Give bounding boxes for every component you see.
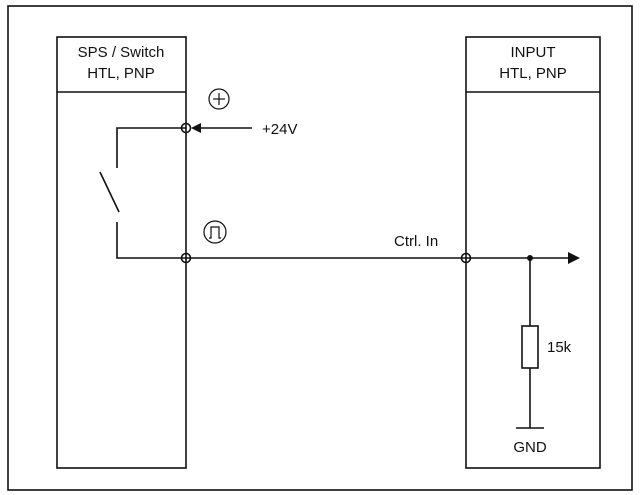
right-box: INPUT HTL, PNP xyxy=(465,36,601,469)
left-box-frame xyxy=(56,36,187,469)
terminal-signal-out xyxy=(180,252,192,264)
plus-circle-icon xyxy=(208,88,230,110)
switch-lower-wire xyxy=(116,222,186,259)
pulse-circle-icon xyxy=(203,220,227,244)
pulldown-resistor: 15k GND xyxy=(513,258,572,456)
signal-label: Ctrl. In xyxy=(394,233,438,250)
supply-terminal-symbol xyxy=(208,88,230,110)
pulse-wave-icon xyxy=(209,226,221,239)
right-box-title: INPUT xyxy=(511,44,556,61)
switch-contact-blade xyxy=(99,171,120,213)
supply-arrow-head xyxy=(191,123,201,133)
left-box-subtitle: HTL, PNP xyxy=(87,65,155,82)
resistor-label: 15k xyxy=(547,339,572,356)
outer-frame xyxy=(7,5,633,491)
terminals xyxy=(180,122,472,264)
left-box-title: SPS / Switch xyxy=(78,44,165,61)
signal-terminal-symbol xyxy=(203,220,227,244)
signal-line: Ctrl. In xyxy=(186,233,580,264)
right-box-frame xyxy=(465,36,601,469)
signal-arrow-head xyxy=(568,252,580,264)
ground-label: GND xyxy=(513,439,547,456)
right-box-subtitle: HTL, PNP xyxy=(499,65,567,82)
supply-arrow: +24V xyxy=(191,121,297,138)
supply-label: +24V xyxy=(262,121,297,138)
switch xyxy=(99,127,186,259)
resistor-body xyxy=(521,325,539,369)
left-box: SPS / Switch HTL, PNP xyxy=(56,36,187,469)
terminal-supply xyxy=(180,122,192,134)
switch-upper-wire xyxy=(116,127,186,168)
terminal-signal-in xyxy=(460,252,472,264)
